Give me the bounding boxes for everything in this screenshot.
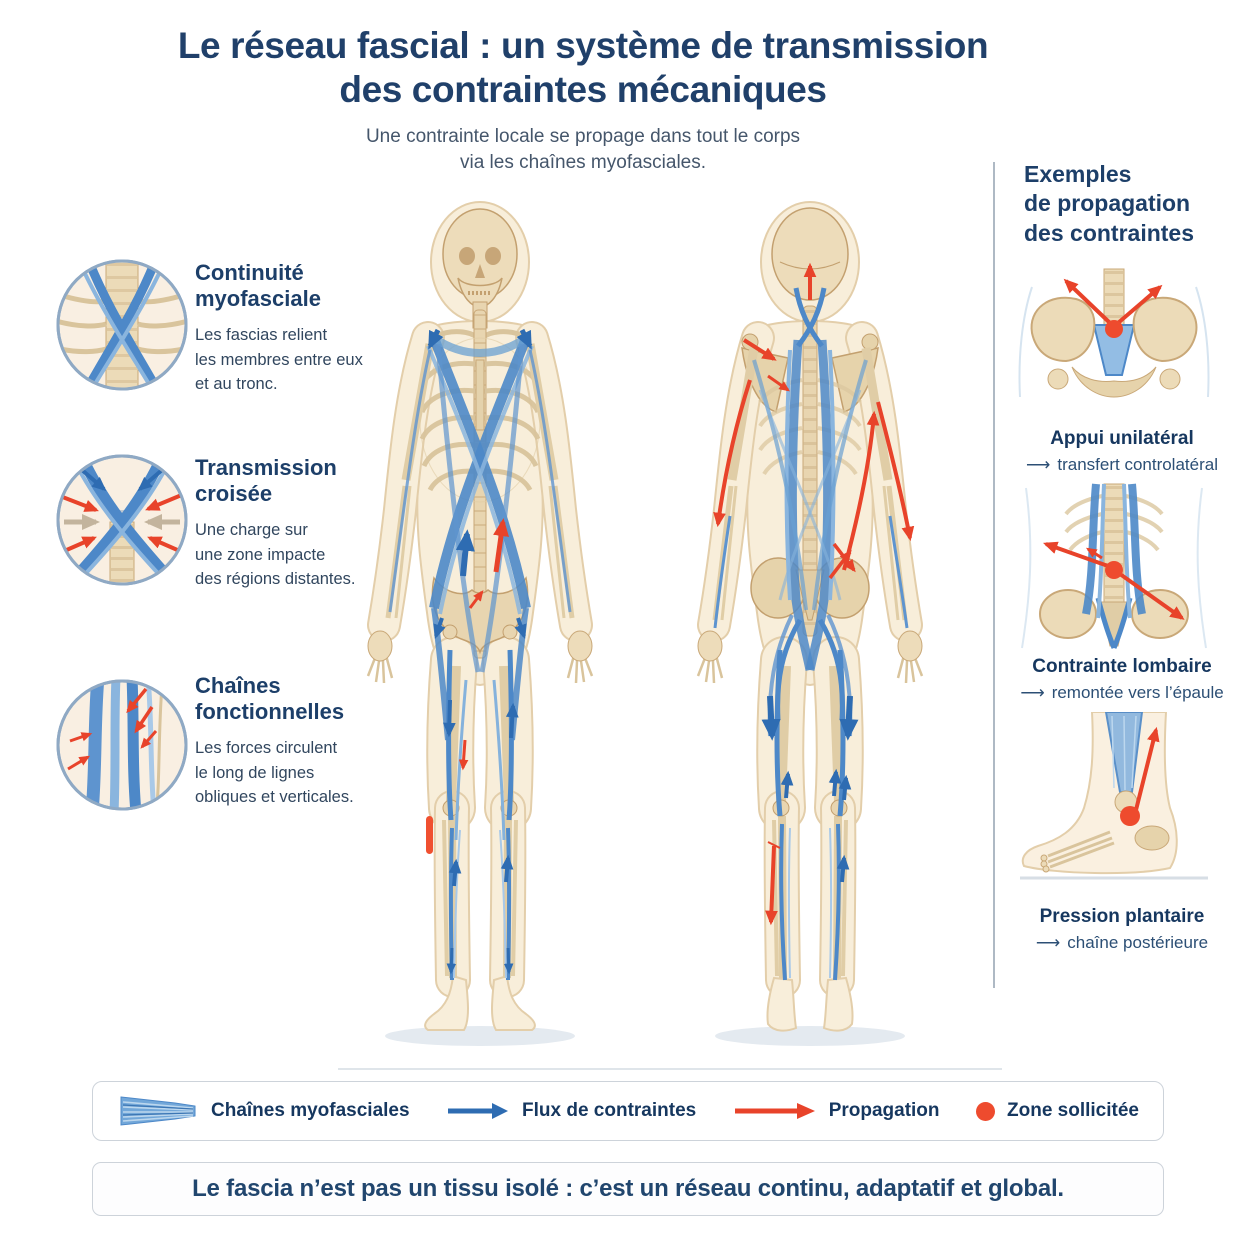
lumbar-posterior-icon: [1021, 483, 1207, 649]
example-caption-plantaire: Pression plantaire ⟶chaîne postérieure: [996, 906, 1248, 953]
legend-label: Flux de contraintes: [522, 1100, 697, 1121]
long-arrow-icon: ⟶: [1035, 933, 1061, 952]
example-caption-appui: Appui unilatéral ⟶transfert controlatéra…: [996, 428, 1248, 475]
concept-transmission-text: Transmission croisée Une charge sur une …: [195, 455, 373, 592]
example-title: Contrainte lombaire: [1032, 656, 1212, 677]
legend-item-propagation: Propagation: [733, 1100, 940, 1122]
crossed-forces-icon: [56, 454, 188, 586]
long-arrow-icon: ⟶: [1025, 455, 1051, 474]
page-subtitle: Une contrainte locale se propage dans to…: [365, 126, 801, 173]
oblique-vertical-lines-icon: [56, 679, 188, 811]
footer-text: Le fascia n’est pas un tissu isolé : c’e…: [192, 1175, 1064, 1202]
legend-item-chaines: Chaînes myofasciales: [117, 1094, 410, 1128]
legend-item-flux: Flux de contraintes: [446, 1100, 696, 1122]
footer-banner: Le fascia n’est pas un tissu isolé : c’e…: [92, 1162, 1164, 1216]
foot-ankle-icon: [1020, 712, 1208, 880]
example-description: ⟶transfert controlatéral: [1025, 455, 1218, 474]
back-arrows: [713, 262, 915, 926]
concept-description: Une charge sur une zone impacte des régi…: [195, 520, 356, 589]
page-title: Le réseau fascial : un système de transm…: [177, 25, 989, 110]
concept-description: Les forces circulent le long de lignes o…: [195, 738, 354, 807]
zone-sollicitee-dot: [1105, 561, 1123, 579]
front-arrows: [426, 328, 533, 975]
zone-sollicitee-dot: [1105, 320, 1123, 338]
legend-bar: Chaînes myofasciales Flux de contraintes…: [92, 1081, 1164, 1141]
skeletons-fascia-illustration: [338, 201, 1002, 1070]
zone-sollicitee-dot: [1120, 806, 1140, 826]
example-title: Pression plantaire: [1039, 906, 1205, 927]
concept-chaines-text: Chaînes fonctionnelles Les forces circul…: [195, 673, 373, 810]
front-figure: [366, 201, 594, 1031]
legend-label: Zone sollicitée: [1007, 1100, 1139, 1121]
pelvis-anterior-icon: [1018, 268, 1210, 398]
legend-label: Propagation: [828, 1100, 940, 1121]
legend-label: Chaînes myofasciales: [211, 1100, 410, 1121]
red-dot-icon: [976, 1101, 995, 1121]
concept-title: Continuité myofasciale: [195, 260, 321, 311]
concept-continuite-text: Continuité myofasciale Les fascias relie…: [195, 260, 373, 397]
legend-item-zone: Zone sollicitée: [976, 1100, 1139, 1122]
header: Le réseau fascial : un système de transm…: [77, 24, 1089, 176]
example-caption-lombaire: Contrainte lombaire ⟶remontée vers l’épa…: [996, 656, 1248, 703]
example-description: ⟶remontée vers l’épaule: [1020, 683, 1224, 702]
examples-panel-heading: Exemples de propagation des contraintes: [1024, 161, 1194, 246]
example-title: Appui unilatéral: [1050, 428, 1194, 449]
back-figure: [696, 201, 924, 1032]
spine-fascia-crossing-icon: [56, 259, 188, 391]
long-arrow-icon: ⟶: [1020, 683, 1045, 702]
concept-title: Chaînes fonctionnelles: [195, 673, 345, 724]
concept-title: Transmission croisée: [195, 455, 337, 506]
panel-divider: [993, 162, 995, 988]
concept-description: Les fascias relient les membres entre eu…: [195, 325, 363, 394]
fascia-band-icon: [117, 1094, 199, 1128]
blue-arrow-icon: [446, 1101, 510, 1121]
example-description: ⟶chaîne postérieure: [1035, 933, 1209, 952]
red-arrow-icon: [733, 1101, 817, 1121]
